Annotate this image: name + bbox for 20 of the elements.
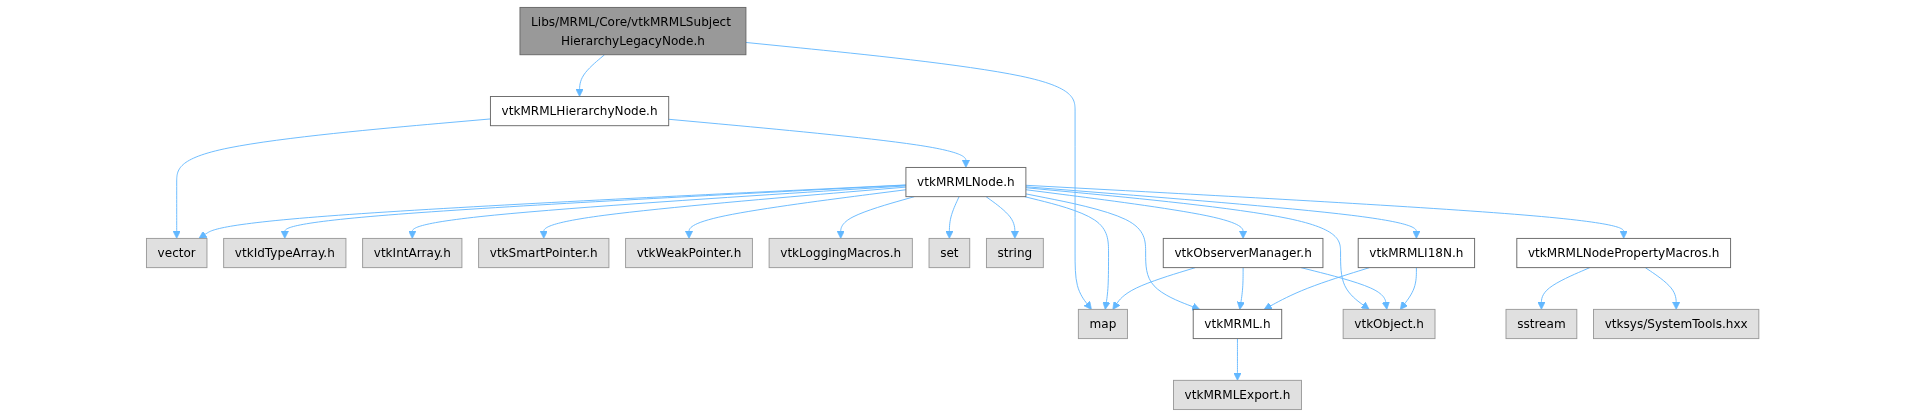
node-box: vtkLoggingMacros.h — [768, 237, 913, 269]
node-box: vtkMRMLI18N.h — [1357, 237, 1475, 269]
node-box: vtkWeakPointer.h — [625, 237, 753, 269]
node-box: vector — [145, 237, 208, 269]
node-box: vtkMRMLNodePropertyMacros.h — [1516, 237, 1731, 269]
node-box: vtksys/SystemTools.hxx — [1592, 308, 1760, 340]
node-box: vtkMRMLNode.h — [905, 166, 1027, 198]
node-box: Libs/MRML/Core/vtkMRMLSubject HierarchyLegacyNode.h — [519, 6, 747, 56]
node-box: vtkMRMLExport.h — [1172, 379, 1302, 411]
node-box: vtkObserverManager.h — [1162, 237, 1324, 269]
node-box: vtkIdTypeArray.h — [223, 237, 347, 269]
node-box: vtkIntArray.h — [362, 237, 463, 269]
node-box: sstream — [1505, 308, 1578, 340]
node-box: vtkObject.h — [1342, 308, 1436, 340]
node-box: vtkSmartPointer.h — [478, 237, 610, 269]
node-box: vtkMRMLHierarchyNode.h — [489, 96, 670, 127]
node-box: string — [985, 237, 1044, 269]
node-box: set — [928, 237, 971, 269]
node-box: vtkMRML.h — [1192, 308, 1283, 340]
node-box: map — [1077, 308, 1128, 340]
